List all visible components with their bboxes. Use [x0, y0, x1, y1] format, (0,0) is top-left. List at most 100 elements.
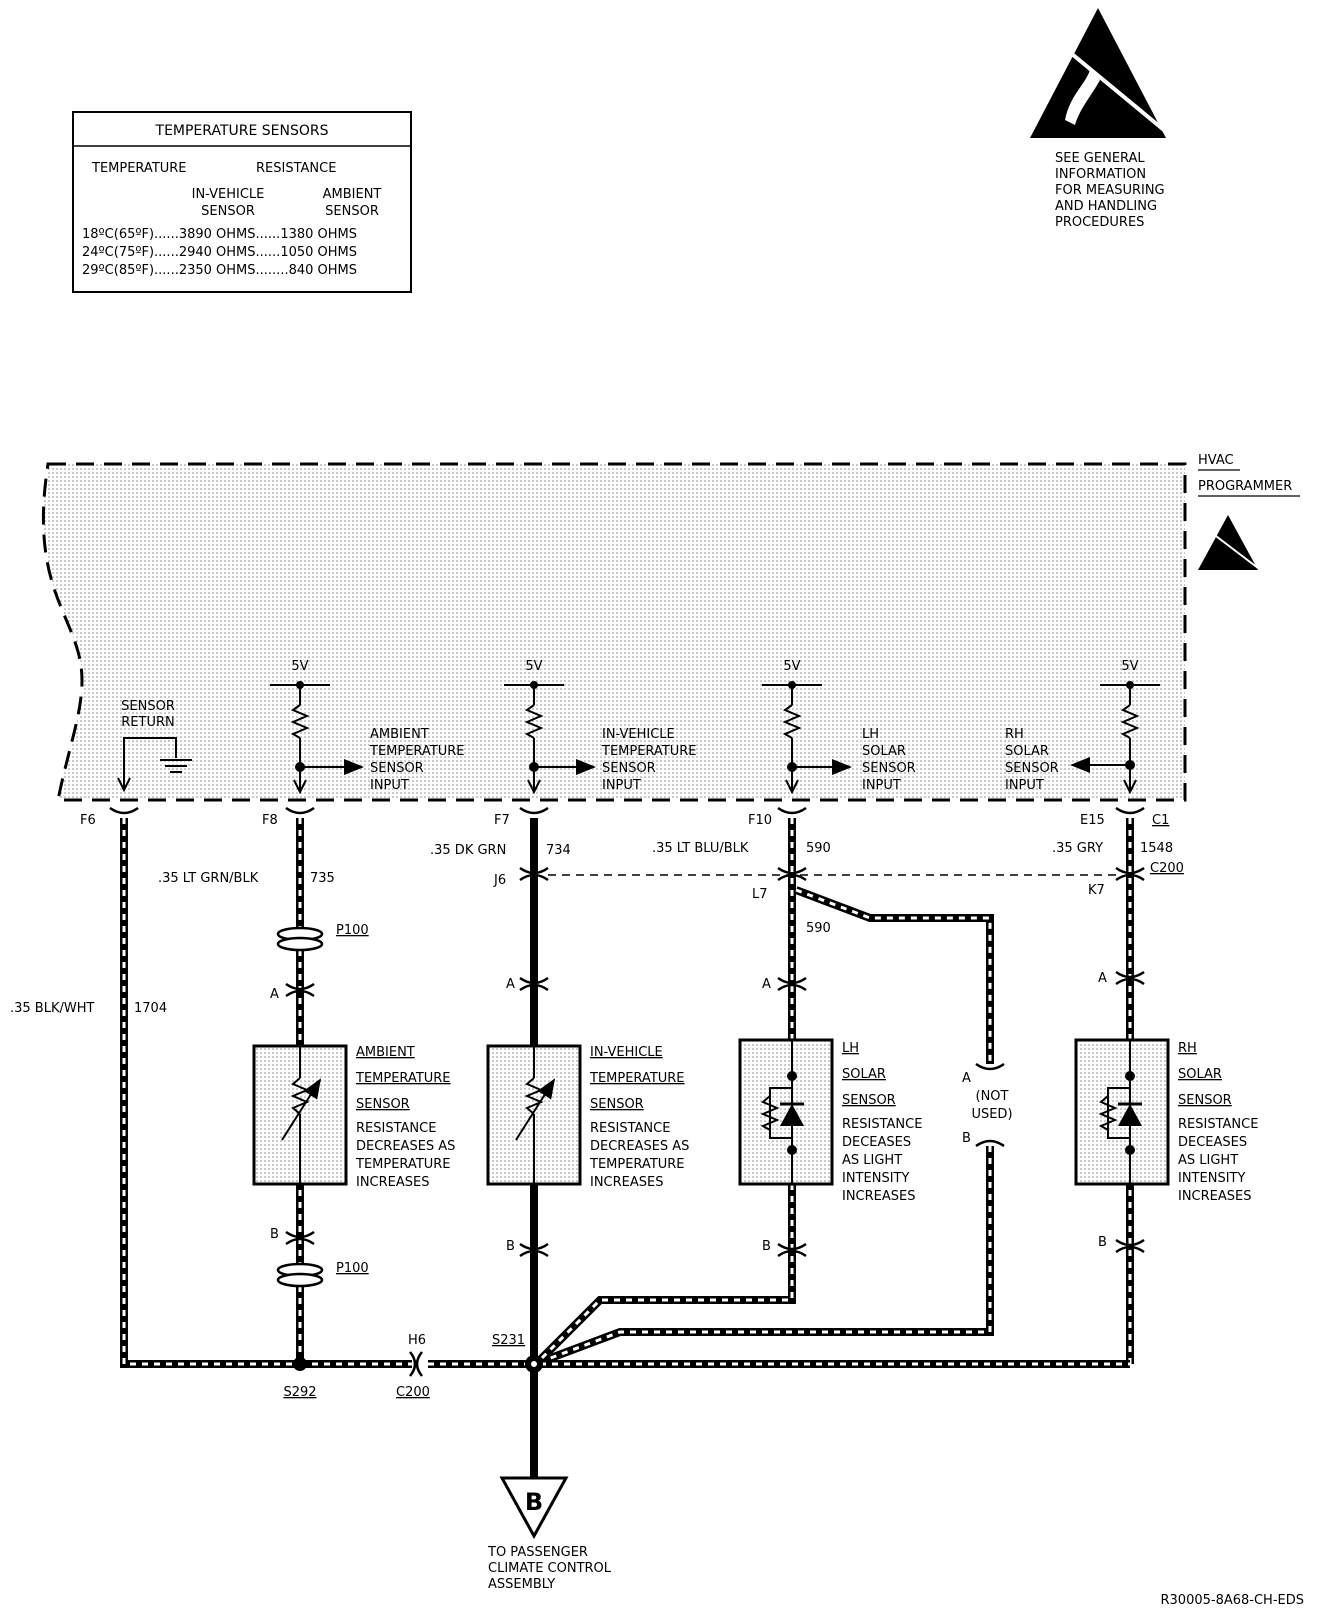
esd-warning-icon: [1030, 8, 1172, 138]
svg-text:.35 BLK/WHT: .35 BLK/WHT: [10, 1001, 95, 1016]
svg-text:.35 GRY: .35 GRY: [1052, 841, 1103, 856]
svg-text:1548: 1548: [1140, 841, 1173, 856]
svg-text:RETURN: RETURN: [121, 715, 174, 730]
svg-text:FOR MEASURING: FOR MEASURING: [1055, 183, 1165, 198]
module-connector-pins: [109, 806, 1145, 815]
supply-invehicle: 5V: [504, 659, 596, 795]
table-sub-invehicle-2: SENSOR: [201, 204, 255, 219]
svg-text:590: 590: [806, 841, 831, 856]
pin-labels: F6 F8 F7 F10 E15 C1: [80, 813, 1169, 828]
svg-text:RH: RH: [1005, 727, 1024, 742]
svg-text:C200: C200: [396, 1385, 430, 1400]
svg-text:INFORMATION: INFORMATION: [1055, 167, 1146, 182]
svg-text:C200: C200: [1150, 861, 1184, 876]
svg-text:SOLAR: SOLAR: [1178, 1067, 1222, 1082]
svg-text:IN-VEHICLE: IN-VEHICLE: [590, 1045, 663, 1060]
svg-text:DECREASES AS: DECREASES AS: [590, 1139, 689, 1154]
svg-text:A: A: [506, 977, 515, 992]
svg-text:SOLAR: SOLAR: [1005, 744, 1049, 759]
svg-text:S292: S292: [283, 1385, 316, 1400]
p100-connector-top: P100: [276, 923, 369, 952]
svg-text:.35 LT BLU/BLK: .35 LT BLU/BLK: [652, 841, 749, 856]
svg-text:J6: J6: [493, 873, 506, 888]
svg-text:RH: RH: [1178, 1041, 1197, 1056]
svg-text:590: 590: [806, 921, 831, 936]
svg-text:INTENSITY: INTENSITY: [842, 1171, 909, 1186]
ambient-input-label: AMBIENT TEMPERATURE SENSOR INPUT: [369, 727, 465, 793]
svg-text:SENSOR: SENSOR: [590, 1097, 644, 1112]
svg-text:A: A: [962, 1071, 971, 1086]
svg-text:(NOT: (NOT: [976, 1089, 1009, 1104]
module-esd-icon: [1198, 515, 1259, 570]
svg-text:ASSEMBLY: ASSEMBLY: [488, 1577, 555, 1592]
ground-reference-desc: TO PASSENGER CLIMATE CONTROL ASSEMBLY: [487, 1545, 612, 1592]
svg-text:TEMPERATURE: TEMPERATURE: [589, 1157, 685, 1172]
invehicle-temperature-sensor: [486, 1044, 582, 1186]
splice-s231: S231: [492, 1333, 543, 1373]
svg-text:TEMPERATURE: TEMPERATURE: [355, 1157, 451, 1172]
svg-text:HVAC: HVAC: [1198, 453, 1234, 468]
svg-text:SOLAR: SOLAR: [862, 744, 906, 759]
not-used-cavity: A B (NOT USED): [962, 1062, 1013, 1148]
supply-ambient: 5V: [270, 659, 364, 795]
svg-text:F10: F10: [748, 813, 772, 828]
svg-text:INCREASES: INCREASES: [590, 1175, 664, 1190]
svg-text:SENSOR: SENSOR: [1005, 761, 1059, 776]
voltage-label: 5V: [1121, 659, 1138, 674]
svg-text:.35 DK GRN: .35 DK GRN: [430, 843, 506, 858]
svg-text:INCREASES: INCREASES: [842, 1189, 916, 1204]
svg-text:F6: F6: [80, 813, 96, 828]
wire-labels: .35 BLK/WHT 1704 .35 LT GRN/BLK 735 .35 …: [10, 841, 1173, 1016]
invehicle-sensor-label: IN-VEHICLE TEMPERATURE SENSOR RESISTANCE…: [589, 1045, 689, 1190]
svg-text:RESISTANCE: RESISTANCE: [590, 1121, 670, 1136]
svg-text:INPUT: INPUT: [370, 778, 409, 793]
table-sub-ambient-2: SENSOR: [325, 204, 379, 219]
voltage-label: 5V: [291, 659, 308, 674]
table-sub-ambient: AMBIENT: [323, 187, 382, 202]
svg-text:INPUT: INPUT: [862, 778, 901, 793]
esd-note: SEE GENERAL INFORMATION FOR MEASURING AN…: [1055, 151, 1165, 230]
svg-text:735: 735: [310, 871, 335, 886]
table-row: 18ºC(65ºF)......3890 OHMS......1380 OHMS: [82, 227, 357, 242]
svg-text:734: 734: [546, 843, 571, 858]
rh-solar-sensor: [1074, 1038, 1170, 1186]
svg-text:PROGRAMMER: PROGRAMMER: [1198, 479, 1292, 494]
svg-text:K7: K7: [1088, 883, 1105, 898]
svg-text:RESISTANCE: RESISTANCE: [356, 1121, 436, 1136]
svg-text:AMBIENT: AMBIENT: [356, 1045, 415, 1060]
svg-text:INTENSITY: INTENSITY: [1178, 1171, 1245, 1186]
svg-text:P100: P100: [336, 1261, 369, 1276]
table-col-resistance: RESISTANCE: [256, 161, 336, 176]
svg-text:LH: LH: [842, 1041, 859, 1056]
svg-text:SEE GENERAL: SEE GENERAL: [1055, 151, 1145, 166]
c200-connector-band: J6 L7 K7 C200: [493, 861, 1184, 902]
svg-text:C1: C1: [1152, 813, 1169, 828]
svg-text:A: A: [270, 987, 279, 1002]
svg-text:TEMPERATURE: TEMPERATURE: [369, 744, 465, 759]
table-row: 24ºC(75ºF)......2940 OHMS......1050 OHMS: [82, 245, 357, 260]
svg-text:P100: P100: [336, 923, 369, 938]
svg-text:AS LIGHT: AS LIGHT: [842, 1153, 902, 1168]
p100-connector-bottom: P100: [276, 1261, 369, 1288]
table-row: 29ºC(85ºF)......2350 OHMS........840 OHM…: [82, 263, 357, 278]
svg-text:SENSOR: SENSOR: [356, 1097, 410, 1112]
svg-text:1704: 1704: [134, 1001, 167, 1016]
drawing-code: R30005-8A68-CH-EDS: [1161, 1593, 1305, 1608]
svg-text:IN-VEHICLE: IN-VEHICLE: [602, 727, 675, 742]
module-label: HVAC PROGRAMMER: [1198, 453, 1300, 497]
lh-solar-sensor: [738, 1038, 834, 1186]
rh-input-label: RH SOLAR SENSOR INPUT: [1005, 727, 1059, 793]
svg-text:F8: F8: [262, 813, 278, 828]
svg-text:L7: L7: [752, 887, 768, 902]
svg-text:INCREASES: INCREASES: [356, 1175, 430, 1190]
lh-sensor-label: LH SOLAR SENSOR RESISTANCE DECEASES AS L…: [842, 1041, 922, 1204]
wires: [120, 818, 1134, 1478]
svg-text:USED): USED): [971, 1107, 1012, 1122]
lh-input-label: LH SOLAR SENSOR INPUT: [862, 727, 916, 793]
splice-s292: S292: [283, 1357, 317, 1400]
svg-text:SENSOR: SENSOR: [862, 761, 916, 776]
svg-text:TEMPERATURE: TEMPERATURE: [601, 744, 697, 759]
svg-text:A: A: [1098, 971, 1107, 986]
svg-text:CLIMATE CONTROL: CLIMATE CONTROL: [488, 1561, 612, 1576]
